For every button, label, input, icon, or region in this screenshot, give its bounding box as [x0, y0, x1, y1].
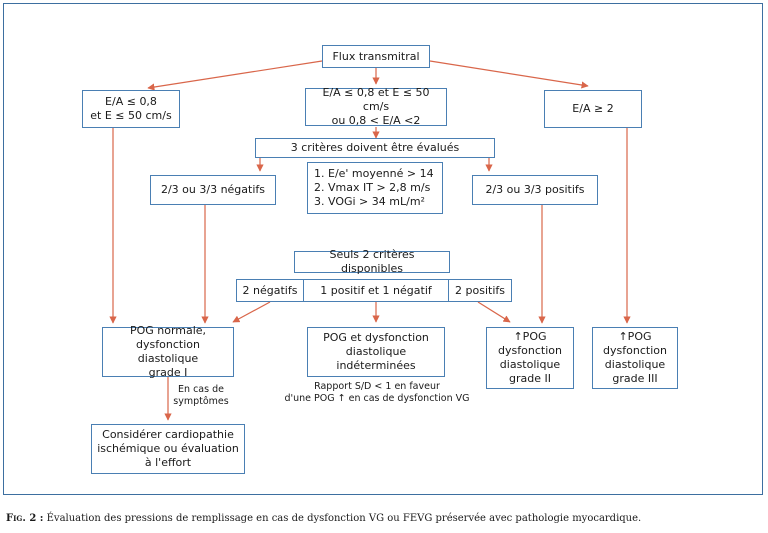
criteria-item-3: 3. VOGi > 34 mL/m² [314, 195, 425, 208]
pog-grade2-box: ↑POG dysfonction diastolique grade II [486, 327, 574, 389]
one-each-box: 1 positif et 1 négatif [303, 279, 449, 302]
pog-grade3-line-3: diastolique [604, 358, 666, 371]
branch-left-line-1: E/A ≤ 0,8 [105, 95, 157, 108]
caption-text: Évaluation des pressions de remplissage … [43, 513, 642, 524]
pog-normal-line-1: POG normale, [129, 324, 207, 337]
pog-indeterminate-line-2: diastolique [345, 345, 407, 358]
pog-grade3-line-2: dysfonction [603, 344, 667, 357]
one-each-label: 1 positif et 1 négatif [320, 283, 432, 297]
consider-line-2: ischémique ou évaluation [97, 442, 239, 455]
two-criteria-header-label: Seuls 2 critères disponibles [329, 248, 415, 275]
branch-left-line-2: et E ≤ 50 cm/s [90, 109, 172, 122]
pog-grade2-line-2: dysfonction [498, 344, 562, 357]
caption-label: Fig. 2 : [6, 513, 44, 524]
criteria-header-box: 3 critères doivent être évalués [255, 138, 495, 158]
pog-indeterminate-box: POG et dysfonction diastolique indétermi… [307, 327, 445, 377]
symptoms-note: En cas de symptômes [172, 384, 230, 408]
pog-normal-line-3: grade I [148, 366, 188, 379]
branch-middle-line-2: ou 0,8 < E/A <2 [331, 114, 421, 127]
branch-right-label: E/A ≥ 2 [572, 102, 614, 115]
branch-middle-line-1: E/A ≤ 0,8 et E ≤ 50 cm/s [322, 86, 430, 113]
consider-box: Considérer cardiopathie ischémique ou év… [91, 424, 245, 474]
ratio-note-line-1: Rapport S/D < 1 en faveur [314, 381, 440, 392]
pog-grade3-box: ↑POG dysfonction diastolique grade III [592, 327, 678, 389]
root-label: Flux transmitral [332, 49, 420, 63]
branch-right-box: E/A ≥ 2 [544, 90, 642, 128]
consider-line-3: à l'effort [144, 456, 192, 469]
arrow-root-left [147, 60, 323, 91]
branch-middle-box: E/A ≤ 0,8 et E ≤ 50 cm/s ou 0,8 < E/A <2 [305, 86, 447, 127]
arrow-root-right [429, 60, 589, 89]
ratio-note: Rapport S/D < 1 en faveur d'une POG ↑ en… [282, 381, 472, 405]
two-positives-label: 2 positifs [455, 283, 505, 297]
diagram-frame [3, 3, 763, 495]
symptoms-note-line-2: symptômes [173, 396, 229, 407]
consider-line-1: Considérer cardiopathie [102, 428, 234, 441]
root-box: Flux transmitral [322, 45, 430, 68]
symptoms-note-line-1: En cas de [178, 384, 224, 395]
two-negatives-label: 2 négatifs [242, 283, 298, 297]
pog-normal-line-2: dysfonction diastolique [136, 338, 200, 365]
pog-grade3-line-4: grade III [612, 372, 658, 385]
figure-caption: Fig. 2 : Évaluation des pressions de rem… [6, 513, 641, 524]
pog-indeterminate-line-1: POG et dysfonction [323, 331, 429, 344]
criteria-list-box: 1. E/e' moyenné > 14 2. Vmax IT > 2,8 m/… [307, 162, 443, 214]
arrow-two-pos [477, 301, 511, 323]
branch-left-box: E/A ≤ 0,8 et E ≤ 50 cm/s [82, 90, 180, 128]
criteria-header-label: 3 critères doivent être évalués [290, 141, 460, 154]
ratio-note-line-2: d'une POG ↑ en cas de dysfonction VG [284, 393, 470, 404]
pog-grade2-line-4: grade II [509, 372, 551, 385]
two-criteria-header-box: Seuls 2 critères disponibles [294, 248, 450, 275]
arrow-two-neg [232, 301, 271, 323]
pog-normal-box: POG normale, dysfonction diastolique gra… [102, 324, 234, 379]
criteria-item-1: 1. E/e' moyenné > 14 [314, 167, 434, 180]
pog-grade3-line-1: ↑POG [618, 330, 652, 343]
two-positives-box: 2 positifs [448, 279, 512, 302]
criteria-item-2: 2. Vmax IT > 2,8 m/s [314, 181, 431, 194]
pog-grade2-line-1: ↑POG [513, 330, 547, 343]
pog-indeterminate-line-3: indéterminées [336, 359, 416, 372]
positives-box: 2/3 ou 3/3 positifs [472, 175, 598, 205]
negatives-box: 2/3 ou 3/3 négatifs [150, 175, 276, 205]
pog-grade2-line-3: diastolique [499, 358, 561, 371]
two-negatives-box: 2 négatifs [236, 279, 304, 302]
positives-label: 2/3 ou 3/3 positifs [485, 183, 585, 196]
negatives-label: 2/3 ou 3/3 négatifs [160, 183, 266, 196]
